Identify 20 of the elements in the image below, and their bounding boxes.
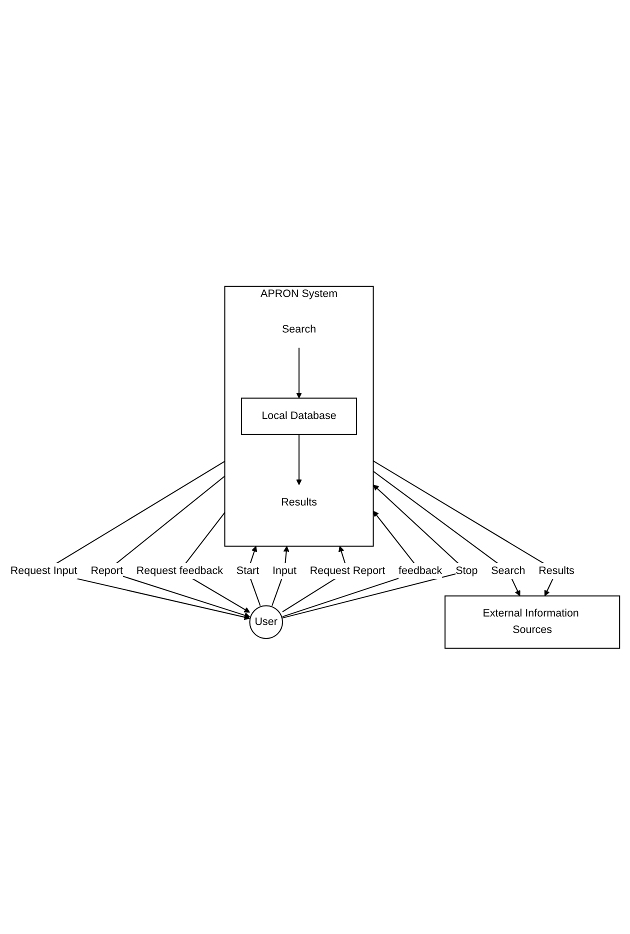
edge-label: feedback bbox=[398, 564, 442, 576]
arrow bbox=[373, 470, 520, 596]
arrow bbox=[247, 546, 261, 606]
node-box: External Information Sources bbox=[444, 595, 620, 648]
node-box: Local Database bbox=[241, 397, 357, 435]
node-text: Search bbox=[282, 323, 316, 335]
edge-label: Results bbox=[538, 564, 574, 576]
edge-label: Request Input bbox=[10, 564, 78, 576]
arrow bbox=[296, 434, 302, 485]
edge-label: Stop bbox=[456, 564, 478, 576]
node-circle: User bbox=[249, 604, 284, 639]
node-text: Results bbox=[281, 496, 317, 508]
edge-label: Report bbox=[90, 564, 123, 576]
edge-label: Search bbox=[491, 564, 526, 576]
arrow bbox=[272, 546, 290, 606]
arrow bbox=[296, 347, 302, 398]
edge-label: Input bbox=[272, 564, 296, 576]
edge-label: Start bbox=[236, 564, 260, 576]
edge-label: Request Report bbox=[310, 564, 386, 576]
edge-label: Request feedback bbox=[136, 564, 223, 576]
